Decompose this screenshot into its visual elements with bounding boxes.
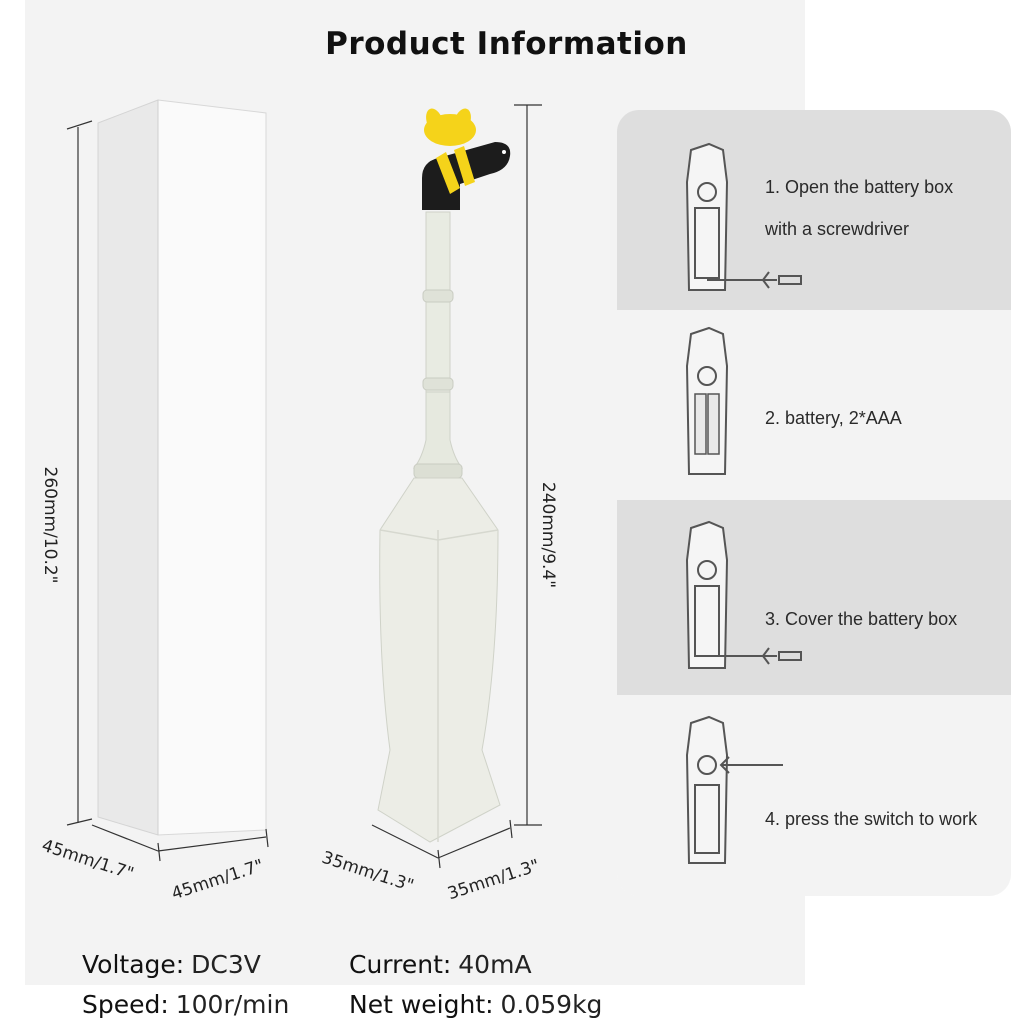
installation-steps-panel: 1. Open the battery box with a screwdriv… (617, 110, 1011, 896)
spec-current-value: 40mA (458, 950, 532, 979)
cover-battery-box-icon (685, 520, 802, 669)
device-illustration (371, 104, 542, 869)
packaging-box-illustration (66, 99, 269, 862)
box-height-label: 260mm/10.2" (40, 466, 60, 584)
battery-install-icon (685, 326, 729, 475)
spec-voltage-label: Voltage: (82, 950, 185, 979)
step-2: 2. battery, 2*AAA (617, 310, 1011, 500)
step-3: 3. Cover the battery box (617, 500, 1011, 695)
spec-speed-value: 100r/min (175, 990, 290, 1019)
spec-voltage: Voltage: DC3V (82, 950, 261, 980)
step-3-label: 3. Cover the battery box (765, 609, 958, 629)
step-4-label: 4. press the switch to work (765, 809, 978, 829)
open-battery-box-icon (685, 142, 802, 291)
spec-speed: Speed: 100r/min (82, 990, 289, 1020)
spec-current-label: Current: (349, 950, 452, 979)
page-title: Product Information (325, 26, 688, 62)
spec-voltage-value: DC3V (191, 950, 261, 979)
step-1: 1. Open the battery box with a screwdriv… (617, 110, 1011, 310)
step-4: 4. press the switch to work (617, 695, 1011, 896)
spec-net-weight-value: 0.059kg (500, 990, 603, 1019)
spec-net-weight: Net weight: 0.059kg (349, 990, 602, 1020)
spec-speed-label: Speed: (82, 990, 169, 1019)
spec-current: Current: 40mA (349, 950, 532, 980)
step-2-label: 2. battery, 2*AAA (765, 408, 902, 428)
step-1-line-1: 1. Open the battery box (765, 177, 954, 197)
spec-net-weight-label: Net weight: (349, 990, 494, 1019)
device-height-label: 240mm/9.4" (538, 481, 558, 589)
step-1-line-2: with a screwdriver (765, 219, 910, 239)
press-switch-icon (685, 715, 783, 864)
